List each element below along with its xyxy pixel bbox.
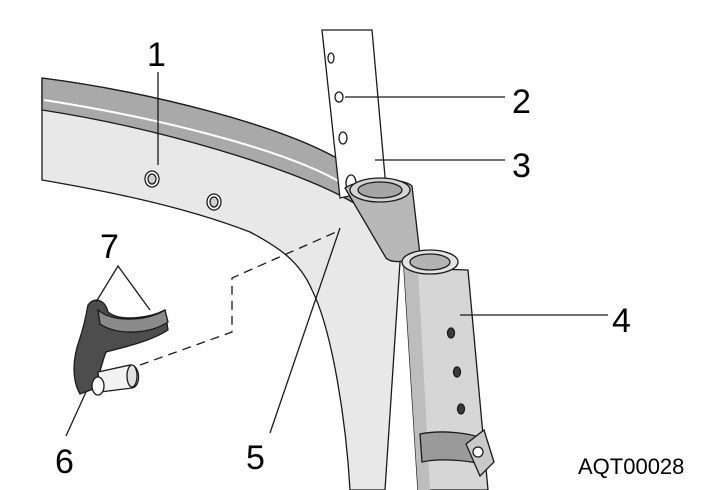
lower-hole-2 — [452, 366, 462, 378]
leader-5 — [269, 227, 341, 434]
tube-hole-a — [327, 52, 335, 64]
callout-4: 4 — [612, 302, 631, 340]
clip-pin-end — [91, 376, 105, 396]
callout-2: 2 — [512, 83, 531, 121]
clip — [73, 299, 169, 396]
callout-3: 3 — [512, 147, 531, 185]
lower-hole-1 — [446, 327, 456, 339]
assembly-path-dashed — [139, 231, 337, 366]
tube-hole-c — [338, 131, 348, 145]
leader-lines — [65, 72, 608, 437]
callout-1: 1 — [147, 36, 166, 74]
callout-6: 6 — [55, 443, 74, 481]
clip-ring-face — [97, 308, 169, 333]
callout-7: 7 — [100, 228, 119, 266]
frame-holes — [144, 170, 222, 211]
leader-6 — [65, 391, 87, 437]
reference-code: AQT00028 — [578, 454, 684, 479]
lower-hole-3 — [456, 403, 466, 415]
leader-7 — [95, 264, 151, 311]
tube-hole-b — [334, 91, 344, 103]
callout-5: 5 — [246, 439, 265, 477]
tube-socket — [344, 177, 421, 263]
clamp-band — [419, 428, 495, 478]
